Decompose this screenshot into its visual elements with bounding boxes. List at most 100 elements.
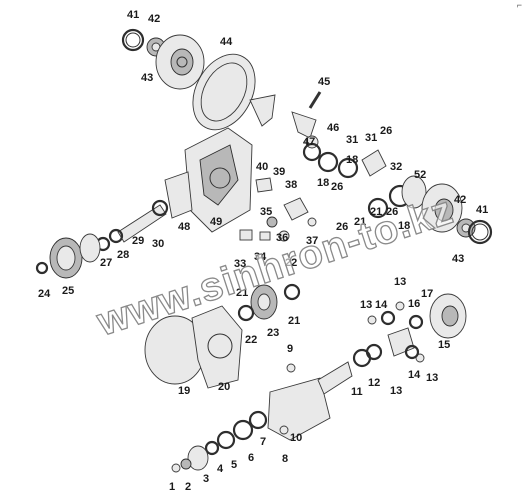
callout-19: 19 (178, 385, 190, 397)
part-16-ring (408, 314, 424, 330)
callout-labels: 41 42 43 44 45 46 47 18 26 31 31 26 18 3… (38, 9, 488, 493)
callout-12: 12 (368, 377, 380, 389)
callout-45: 45 (318, 76, 330, 88)
part-6-ring (232, 419, 254, 441)
callout-46: 46 (327, 122, 339, 134)
part-41-ring (121, 28, 145, 52)
callout-22-b: 22 (245, 334, 257, 346)
part-52 (401, 175, 427, 209)
callout-26-c: 26 (336, 221, 348, 233)
lower-housing-group (144, 305, 243, 389)
part-24-ring (35, 261, 49, 275)
callout-38: 38 (285, 179, 297, 191)
callout-47: 47 (303, 136, 315, 148)
part-31-spider (361, 149, 387, 177)
callout-41-b: 41 (476, 204, 488, 216)
callout-23: 23 (267, 327, 279, 339)
callout-1: 1 (169, 481, 175, 493)
callout-42-b: 42 (454, 194, 466, 206)
callout-8: 8 (282, 453, 288, 465)
part-21-ring-b (283, 283, 301, 301)
callout-11: 11 (351, 386, 363, 398)
callout-21-b: 21 (370, 206, 382, 218)
callout-40: 40 (256, 161, 268, 173)
part-4-ring (204, 440, 220, 456)
callout-13-c: 13 (390, 385, 402, 397)
callout-18-a: 18 (317, 177, 329, 189)
callout-3: 3 (203, 473, 209, 485)
part-12-ring (365, 343, 383, 361)
callout-52: 52 (414, 169, 426, 181)
part-13-right (415, 353, 425, 363)
part-26-hub (79, 233, 101, 263)
callout-13-a: 13 (394, 276, 406, 288)
corner-mark: ⌐ (516, 0, 522, 10)
part-fork-right (291, 111, 317, 139)
callout-15: 15 (438, 339, 450, 351)
callout-27: 27 (100, 257, 112, 269)
callout-43: 43 (141, 72, 153, 84)
callout-17: 17 (421, 288, 433, 300)
callout-4: 4 (217, 463, 224, 475)
callout-43-b: 43 (452, 253, 464, 265)
callout-13-d: 13 (426, 372, 438, 384)
part-fork-left (249, 94, 276, 127)
middle-gear-group (237, 283, 301, 322)
callout-32: 32 (390, 161, 402, 173)
callout-26-b: 26 (380, 125, 392, 137)
callout-22-a: 22 (285, 257, 297, 269)
callout-13-b: 13 (360, 299, 372, 311)
part-38 (283, 197, 309, 221)
part-28-ring (108, 228, 124, 244)
small-diff-group (352, 293, 467, 368)
part-13-left (367, 315, 377, 325)
callout-10: 10 (290, 432, 302, 444)
callout-41: 41 (127, 9, 139, 21)
callout-39: 39 (273, 166, 285, 178)
callout-14-a: 14 (375, 299, 388, 311)
callout-42: 42 (148, 13, 160, 25)
part-10-housing (267, 377, 331, 441)
callout-29: 29 (132, 235, 144, 247)
gear-24-25-group (35, 233, 101, 279)
callout-7: 7 (260, 436, 266, 448)
part-3-flange (187, 445, 209, 471)
callout-26-d: 26 (386, 206, 398, 218)
part-26-ring (337, 157, 359, 179)
callout-30: 30 (152, 238, 164, 250)
part-41b-ring (467, 219, 493, 245)
callout-48: 48 (178, 221, 190, 233)
bottom-pinion-group (171, 361, 353, 473)
callout-21-c: 21 (236, 287, 248, 299)
callout-24: 24 (38, 288, 51, 300)
part-35 (266, 216, 278, 228)
part-9 (286, 363, 296, 373)
part-21-ring (367, 197, 389, 219)
callout-34: 34 (254, 251, 267, 263)
part-33 (239, 229, 253, 241)
part-15-spider (387, 327, 415, 357)
part-pinion-shaft (317, 361, 353, 395)
part-7-ring (248, 410, 268, 430)
callout-36: 36 (276, 232, 288, 244)
callout-21-a: 21 (354, 216, 366, 228)
part-14-ring (380, 310, 396, 326)
callout-35: 35 (260, 206, 272, 218)
callout-28: 28 (117, 249, 129, 261)
part-30-ring (151, 199, 169, 217)
callout-21-d: 21 (288, 315, 300, 327)
right-differential-group (317, 149, 493, 245)
callout-20: 20 (218, 381, 230, 393)
callout-18-b: 18 (346, 154, 358, 166)
callout-37: 37 (306, 235, 318, 247)
part-45-bolt (308, 91, 322, 109)
part-47-ring (302, 142, 322, 162)
fork-group (249, 91, 322, 162)
part-48-cover (164, 171, 193, 219)
part-5-ring (216, 430, 236, 450)
callout-18-c: 18 (398, 220, 410, 232)
callout-25: 25 (62, 285, 74, 297)
callout-44: 44 (220, 36, 233, 48)
callout-31-a: 31 (346, 134, 358, 146)
